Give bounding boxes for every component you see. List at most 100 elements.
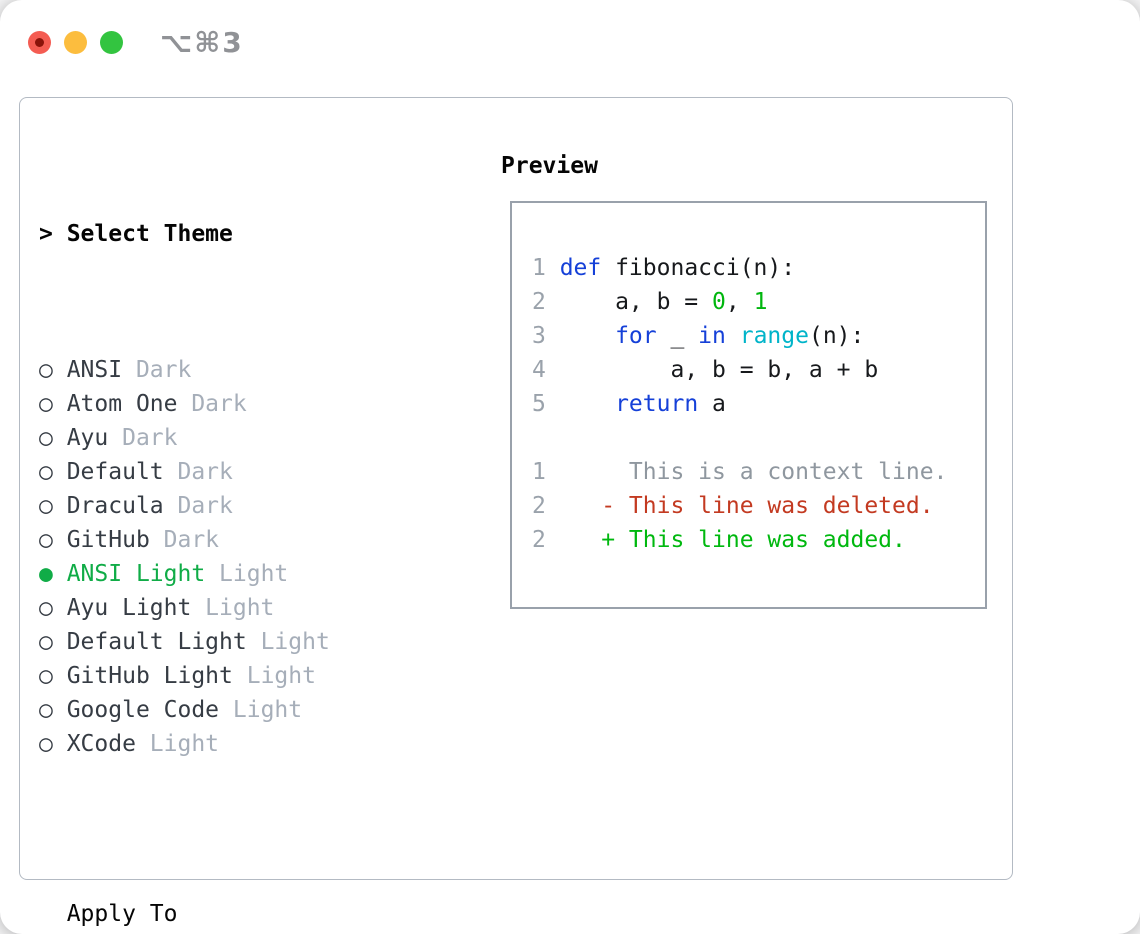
theme-option-label: XCode (66, 731, 136, 757)
theme-option-label: Atom One (66, 391, 178, 417)
theme-option-ayu-light[interactable]: ○ Ayu Light Light (39, 591, 441, 625)
code-segment: + This line was added. (559, 527, 906, 553)
window-titlebar: ⌥⌘3 (28, 26, 244, 59)
theme-option-default-light[interactable]: ○ Default Light Light (39, 625, 441, 659)
close-button[interactable] (28, 31, 51, 54)
code-line: 3 for _ in range(n): (532, 319, 985, 353)
radio-icon: ○ (39, 425, 53, 451)
focus-caret-icon: > (39, 221, 53, 247)
code-segment: in (698, 323, 726, 349)
theme-option-ansi-light[interactable]: ● ANSI Light Light (39, 557, 441, 591)
line-number: 3 (532, 323, 546, 349)
code-segment: range (739, 323, 809, 349)
theme-option-label: Ayu Light (66, 595, 192, 621)
radio-icon: ○ (39, 663, 53, 689)
code-segment: a, b = b, a + b (559, 357, 879, 383)
theme-option-label: ANSI Light (66, 561, 206, 587)
line-number: 4 (532, 357, 546, 383)
code-segment: This is a context line. (559, 459, 948, 485)
line-number: 1 (532, 255, 546, 281)
code-segment: def (559, 255, 602, 281)
radio-selected-icon: ● (39, 561, 53, 587)
line-number: 5 (532, 391, 546, 417)
code-segment (560, 391, 615, 417)
theme-option-label: GitHub Light (66, 663, 233, 689)
line-number: 2 (532, 493, 546, 519)
code-segment: 0 (712, 289, 726, 315)
code-segment: a, b = (559, 289, 713, 315)
radio-icon: ○ (39, 629, 53, 655)
code-line: 2 - This line was deleted. (532, 489, 985, 523)
code-segment: (n): (808, 323, 865, 349)
variant-tag: Dark (177, 493, 233, 519)
variant-tag: Dark (122, 425, 178, 451)
variant-tag: Dark (163, 527, 220, 553)
maximize-button[interactable] (100, 31, 123, 54)
code-segment: 1 (753, 289, 768, 315)
variant-tag: Light (205, 595, 275, 621)
line-number: 1 (532, 459, 546, 485)
apply-to-header: Apply To (39, 897, 441, 931)
theme-option-google-code[interactable]: ○ Google Code Light (39, 693, 441, 727)
window-shortcut-label: ⌥⌘3 (160, 26, 244, 59)
theme-option-label: Default Light (66, 629, 247, 655)
variant-tag: Light (149, 731, 220, 757)
code-segment: - This line was deleted. (559, 493, 934, 519)
radio-icon: ○ (39, 731, 53, 757)
preview-title: Preview (501, 153, 598, 179)
theme-option-dracula[interactable]: ○ Dracula Dark (39, 489, 441, 523)
code-line: 4 a, b = b, a + b (532, 353, 985, 387)
variant-tag: Dark (177, 459, 233, 485)
theme-option-ayu[interactable]: ○ Ayu Dark (39, 421, 441, 455)
close-dot-icon (35, 38, 44, 47)
theme-option-xcode[interactable]: ○ XCode Light (39, 727, 441, 761)
radio-icon: ○ (39, 493, 53, 519)
code-line (532, 421, 985, 455)
code-line: 2 a, b = 0, 1 (532, 285, 985, 319)
line-number: 2 (532, 289, 546, 315)
variant-tag: Dark (191, 391, 247, 417)
theme-option-github-light[interactable]: ○ GitHub Light Light (39, 659, 441, 693)
apply-to-header-label: Apply To (66, 901, 178, 927)
line-number: 2 (532, 527, 546, 553)
variant-tag: Light (260, 629, 330, 655)
code-segment: , (725, 289, 754, 315)
code-segment: a (698, 391, 726, 417)
variant-tag: Light (232, 697, 303, 723)
code-segment (726, 323, 740, 349)
radio-icon: ○ (39, 595, 53, 621)
code-segment (560, 323, 615, 349)
variant-tag: Light (246, 663, 316, 689)
radio-icon: ○ (39, 527, 53, 553)
theme-option-default[interactable]: ○ Default Dark (39, 455, 441, 489)
radio-icon: ○ (39, 697, 53, 723)
theme-option-label: Google Code (66, 697, 220, 723)
code-line: 1 This is a context line. (532, 455, 985, 489)
theme-option-github[interactable]: ○ GitHub Dark (39, 523, 441, 557)
theme-option-label: Dracula (66, 493, 164, 519)
code-segment: for (615, 323, 657, 349)
select-theme-header-label: Select Theme (66, 221, 233, 247)
theme-option-ansi[interactable]: ○ ANSI Dark (39, 353, 441, 387)
theme-option-label: GitHub (66, 527, 150, 553)
code-segment: _ (656, 323, 699, 349)
minimize-button[interactable] (64, 31, 87, 54)
variant-tag: Light (219, 561, 289, 587)
theme-option-label: ANSI (66, 357, 123, 383)
variant-tag: Dark (135, 357, 192, 383)
code-segment: return (615, 391, 699, 417)
theme-option-label: Default (66, 459, 164, 485)
select-theme-header: > Select Theme (39, 217, 441, 251)
theme-option-label: Ayu (66, 425, 109, 451)
code-line: 5 return a (532, 387, 985, 421)
radio-icon: ○ (39, 357, 53, 383)
radio-icon: ○ (39, 459, 53, 485)
